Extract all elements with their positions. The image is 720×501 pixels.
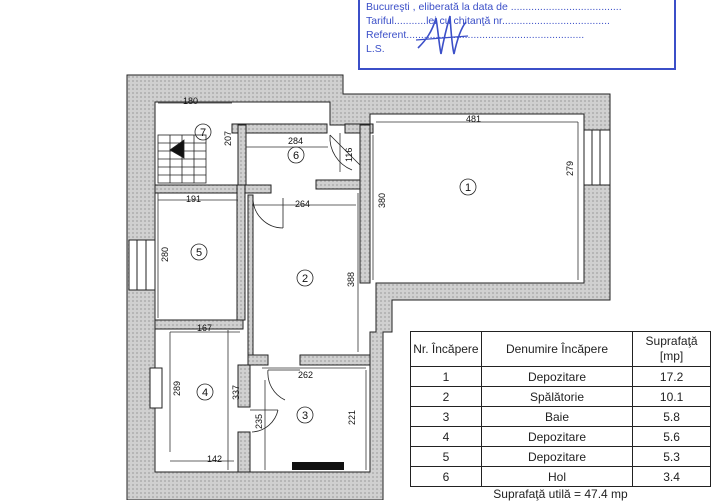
cell-name: Depozitare	[480, 426, 634, 447]
shower-tray	[292, 462, 344, 470]
stamp-line-referent: Referent................................…	[366, 29, 585, 41]
dim-116: 116	[344, 148, 354, 162]
cell-number: 3	[410, 406, 482, 427]
dim-221: 221	[347, 410, 357, 425]
table-header-row: Nr. Încăpere Denumire Încăpere Suprafaţă…	[410, 331, 711, 367]
table-row: 1 Depozitare 17.2	[410, 366, 711, 387]
cell-area: 10.1	[632, 386, 711, 407]
cell-area: 5.6	[632, 426, 711, 447]
official-stamp: Bucureşti , eliberată la data de .......…	[358, 0, 676, 70]
room-label-4: 4	[202, 387, 208, 399]
window-right	[583, 129, 611, 186]
dim-380: 380	[377, 193, 387, 208]
cell-area: 17.2	[632, 366, 711, 387]
signature	[415, 15, 469, 55]
total-area: Suprafaţă utilă = 47.4 mp	[493, 487, 628, 501]
stamp-line-date: Bucureşti , eliberată la data de .......…	[366, 1, 622, 13]
cell-area: 5.3	[632, 446, 711, 467]
dim-207: 207	[223, 131, 233, 146]
room-label-7: 7	[200, 127, 206, 139]
col-header-area: Suprafaţă [mp]	[632, 331, 711, 367]
cell-name: Depozitare	[480, 366, 634, 387]
cell-area: 3.4	[632, 466, 711, 487]
cell-number: 2	[410, 386, 482, 407]
room-label-3: 3	[302, 410, 308, 422]
table-row: 2 Spălătorie 10.1	[410, 386, 711, 407]
dim-279: 279	[565, 161, 575, 176]
stamp-line-ls: L.S.	[366, 43, 385, 55]
cell-name: Depozitare	[480, 446, 634, 467]
dim-481: 481	[466, 114, 481, 124]
dim-180: 180	[183, 96, 198, 106]
cell-name: Spălătorie	[480, 386, 634, 407]
stamp-line-fee: Tariful...........lei cu chitanţă nr....…	[366, 15, 610, 27]
cell-number: 6	[410, 466, 482, 487]
window-left-room4	[149, 367, 163, 409]
dim-167: 167	[197, 323, 212, 333]
dim-235: 235	[254, 414, 264, 429]
table-row: 6 Hol 3.4	[410, 466, 711, 487]
room-label-2: 2	[302, 273, 308, 285]
door-swings	[250, 134, 361, 433]
col-header-number: Nr. Încăpere	[410, 331, 482, 367]
cell-name: Hol	[480, 466, 634, 487]
col-header-name: Denumire Încăpere	[480, 331, 634, 367]
dim-289: 289	[172, 381, 182, 396]
table-row: 5 Depozitare 5.3	[410, 446, 711, 467]
interior-walls	[154, 123, 374, 473]
dim-280: 280	[160, 247, 170, 262]
dim-264: 264	[295, 199, 310, 209]
room-label-6: 6	[293, 150, 299, 162]
staircase	[157, 134, 207, 184]
table-row: 4 Depozitare 5.6	[410, 426, 711, 447]
room-label-1: 1	[465, 182, 471, 194]
table-row: 3 Baie 5.8	[410, 406, 711, 427]
dimension-lines	[157, 102, 579, 470]
dim-337: 337	[231, 385, 241, 400]
room-markers	[190, 123, 477, 424]
cell-name: Baie	[480, 406, 634, 427]
cell-number: 4	[410, 426, 482, 447]
cell-number: 5	[410, 446, 482, 467]
cell-area: 5.8	[632, 406, 711, 427]
rooms-table: Nr. Încăpere Denumire Încăpere Suprafaţă…	[410, 331, 711, 487]
dim-262: 262	[298, 370, 313, 380]
room-label-5: 5	[196, 247, 202, 259]
window-left-room5	[128, 239, 156, 291]
dim-142: 142	[207, 454, 222, 464]
interior	[154, 101, 585, 473]
dim-388: 388	[346, 272, 356, 287]
dim-191: 191	[186, 194, 201, 204]
dim-284: 284	[288, 136, 303, 146]
cell-number: 1	[410, 366, 482, 387]
